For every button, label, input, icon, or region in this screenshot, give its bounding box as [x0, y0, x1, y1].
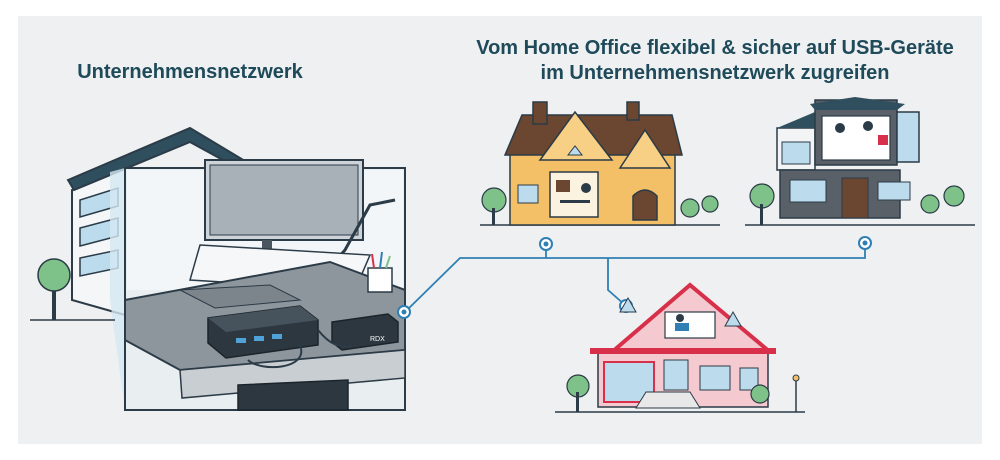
home-office-title-line-1: Vom Home Office flexibel & sicher auf US…	[476, 37, 954, 59]
corporate-network-title: Unternehmensnetzwerk	[77, 61, 303, 83]
home-yellow-house	[480, 101, 720, 226]
office-interior: RDX	[124, 159, 406, 411]
usb-device-server	[207, 305, 319, 359]
monitor	[204, 159, 364, 268]
network-connections	[404, 243, 866, 313]
network-nodes	[397, 236, 872, 319]
home-office-title: Vom Home Office flexibel & sicher auf US…	[455, 36, 975, 86]
home-grey-house	[745, 97, 975, 226]
rdx-label: RDX	[370, 336, 385, 343]
home-pink-house	[555, 282, 805, 413]
tree-office	[30, 258, 115, 321]
home-office-title-line-2: im Unternehmensnetzwerk zugreifen	[540, 62, 890, 84]
